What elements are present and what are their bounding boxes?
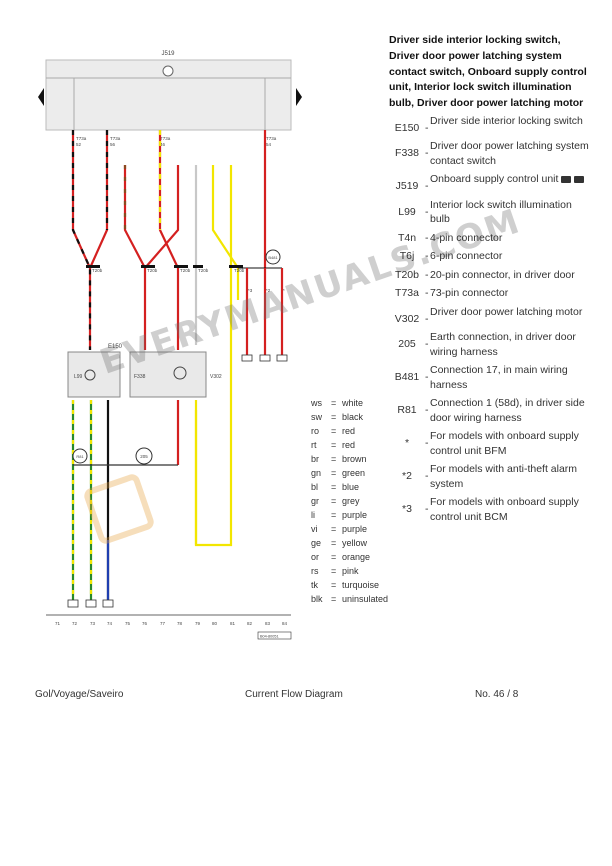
svg-text:79: 79	[195, 621, 201, 626]
color-key-item: ge=yellow	[311, 538, 368, 548]
wire-color-key: ws=white sw=black ro=red rt=red br=brown…	[311, 396, 388, 606]
svg-text:56: 56	[110, 142, 116, 147]
mid-connectors	[86, 265, 243, 268]
svg-text:F338: F338	[134, 374, 146, 380]
legend-item: *2-For models with anti-theft alarm syst…	[402, 463, 578, 490]
footer-vehicle: Gol/Voyage/Saveiro	[35, 689, 124, 700]
control-unit-label: J519	[161, 51, 175, 57]
color-key-item: br=brown	[311, 454, 367, 464]
svg-text:T73a: T73a	[266, 136, 277, 141]
svg-text:80: 80	[212, 621, 218, 626]
svg-text:76: 76	[142, 621, 148, 626]
color-key-item: or=orange	[311, 552, 371, 562]
legend-item: E150-Driver side interior locking switch	[394, 114, 583, 134]
motor-v302-box	[129, 351, 207, 398]
color-key-item: vi=purple	[311, 524, 368, 534]
unit-icon	[574, 176, 585, 184]
legend-item: L99-Interior lock switch illumination bu…	[398, 198, 572, 226]
svg-text:T20b: T20b	[147, 268, 158, 273]
earth-205-circle	[135, 447, 153, 465]
svg-text:74: 74	[107, 621, 113, 626]
svg-text:T20b: T20b	[180, 268, 191, 273]
svg-text:52: 52	[76, 142, 82, 147]
svg-text:75: 75	[125, 621, 131, 626]
svg-text:84: 84	[282, 621, 288, 626]
mid-connector-labels: T20b T20b T20b T20b T20b	[92, 268, 245, 273]
svg-text:72: 72	[72, 621, 78, 626]
top-connector-labels: T73a 52 T73a 56 T73a 46 T73a 54	[76, 136, 277, 147]
unit-icon	[561, 176, 572, 184]
svg-text:83: 83	[265, 621, 271, 626]
legend-item: T4n-4-pin connector	[397, 231, 503, 244]
prev-page-arrow-icon[interactable]	[38, 88, 44, 106]
color-key-item: gn=green	[311, 468, 366, 478]
svg-text:77: 77	[160, 621, 166, 626]
color-key-item: gr=grey	[311, 496, 360, 506]
color-key-item: bl=blue	[311, 482, 360, 492]
color-key-item: blk=uninsulated	[311, 594, 389, 604]
legend-item: R81-Connection 1 (58d), in driver side d…	[397, 397, 585, 424]
column-numbers: 71 72 73 74 75 76 77 78 79 80 81 82 83 8…	[55, 621, 288, 626]
footer-page-number: No. 46 / 8	[475, 689, 519, 700]
legend-item: F338-Driver door power latching system c…	[395, 140, 589, 167]
svg-text:T73a: T73a	[110, 136, 121, 141]
svg-text:*3: *3	[248, 288, 253, 293]
switch-e150-box	[67, 351, 121, 398]
color-key-item: sw=black	[311, 412, 364, 422]
svg-text:B481: B481	[268, 255, 278, 260]
legend-item: *-For models with onboard supply control…	[404, 430, 579, 457]
svg-text:82: 82	[247, 621, 253, 626]
color-key-item: rs=pink	[311, 566, 359, 576]
bulb-icon	[84, 369, 96, 381]
svg-text:54: 54	[266, 142, 272, 147]
color-key-item: rt=red	[311, 440, 356, 450]
legend-item: T73a-73-pin connector	[395, 287, 509, 300]
legend-item: V302-Driver door power latching motor	[394, 305, 583, 325]
legend-item: B481-Connection 17, in main wiring harne…	[394, 364, 568, 391]
svg-text:E150: E150	[108, 344, 123, 350]
svg-text:*2: *2	[266, 288, 271, 293]
svg-text:T20b: T20b	[92, 268, 103, 273]
legend-item: T6j-6-pin connector	[399, 250, 503, 263]
legend-list: E150-Driver side interior locking switch…	[389, 114, 589, 525]
svg-text:T73a: T73a	[76, 136, 87, 141]
svg-text:T20b: T20b	[198, 268, 209, 273]
legend-title: Driver side interior locking switch, Dri…	[389, 34, 587, 110]
svg-text:81: 81	[230, 621, 236, 626]
svg-text:46: 46	[160, 142, 166, 147]
legend-item: J519-Onboard supply control unit	[389, 172, 589, 194]
svg-text:T20b: T20b	[234, 268, 245, 273]
svg-text:L99: L99	[74, 374, 83, 380]
wires	[71, 130, 284, 600]
svg-text:*: *	[283, 288, 285, 293]
color-key-item: ws=white	[311, 398, 364, 408]
right-terminal-boxes	[241, 354, 288, 362]
next-page-arrow-icon[interactable]	[296, 88, 302, 106]
footer-doc-type: Current Flow Diagram	[245, 689, 343, 700]
connection-r81-circle	[72, 448, 88, 464]
control-unit-symbol-icon	[162, 65, 174, 77]
legend-item: *3-For models with onboard supply contro…	[402, 496, 579, 523]
svg-text:73: 73	[90, 621, 96, 626]
svg-text:R81: R81	[76, 454, 84, 459]
color-key-item: li=purple	[311, 510, 368, 520]
legend-item: 205-Earth connection, in driver door wir…	[398, 331, 576, 358]
motor-icon	[173, 366, 187, 380]
color-key-item: tk=turquoise	[311, 580, 380, 590]
connection-b481-circle	[265, 249, 281, 265]
color-key-item: ro=red	[311, 426, 356, 436]
legend-panel: Driver side interior locking switch, Dri…	[389, 33, 589, 528]
svg-text:71: 71	[55, 621, 61, 626]
svg-text:78: 78	[177, 621, 183, 626]
svg-text:T73a: T73a	[160, 136, 171, 141]
bottom-ref-labels: *3 *2 *	[248, 288, 285, 293]
bottom-terminal-boxes	[67, 599, 114, 608]
diagram-code: B04-80051	[260, 635, 279, 639]
svg-text:205: 205	[140, 454, 148, 459]
legend-item: T20b-20-pin connector, in driver door	[395, 268, 575, 281]
svg-text:V302: V302	[210, 374, 222, 380]
